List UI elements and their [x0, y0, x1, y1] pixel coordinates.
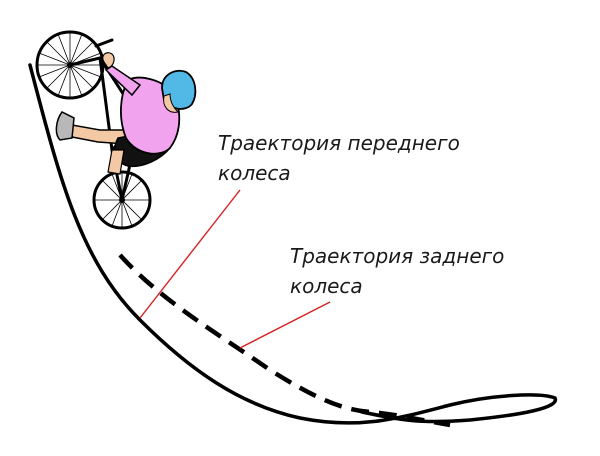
rider-hand [102, 52, 115, 69]
front-label-leader-line [139, 189, 241, 319]
front-wheel-label-line2: колеса [218, 161, 291, 185]
rear-wheel-label-line1: Траектория заднего [290, 244, 505, 268]
rear-wheel-trajectory [118, 253, 451, 428]
rear-wheel-trajectory-label: Траектория заднего колеса [290, 241, 504, 301]
cyclist [35, 30, 197, 230]
front-wheel-trajectory [28, 63, 558, 425]
rider-face [163, 93, 180, 113]
front-wheel-trajectory-label: Траектория переднего колеса [218, 128, 460, 188]
front-wheel-label-line1: Траектория переднего [218, 131, 460, 155]
rider-arm [104, 65, 142, 97]
rear-label-leader-line [239, 301, 331, 349]
rider-shoe-left [55, 111, 75, 141]
rear-wheel-label-line2: колеса [290, 274, 363, 298]
rider-leg-right [107, 149, 125, 175]
